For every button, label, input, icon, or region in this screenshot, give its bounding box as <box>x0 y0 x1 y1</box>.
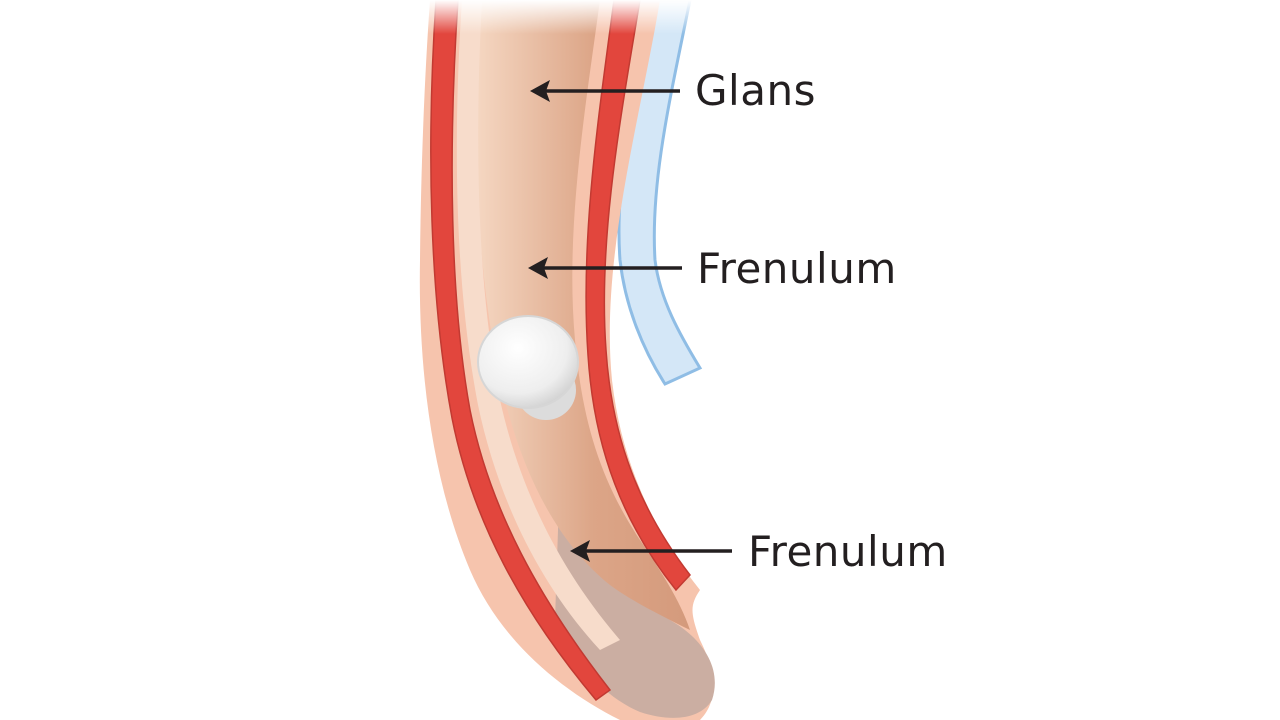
growth-shape <box>477 315 579 409</box>
arrow-frenulum-lower-icon <box>570 540 732 562</box>
right-vessel-shape <box>585 0 691 592</box>
inner-lining-shape <box>456 0 620 650</box>
inner-core-shape <box>475 0 690 630</box>
arrow-frenulum-upper-icon <box>528 257 682 279</box>
label-glans: Glans <box>695 66 816 115</box>
left-vessel-shape <box>430 0 612 702</box>
label-frenulum-upper: Frenulum <box>697 244 897 293</box>
arrow-glans-icon <box>530 80 680 102</box>
label-frenulum-lower: Frenulum <box>748 527 948 576</box>
